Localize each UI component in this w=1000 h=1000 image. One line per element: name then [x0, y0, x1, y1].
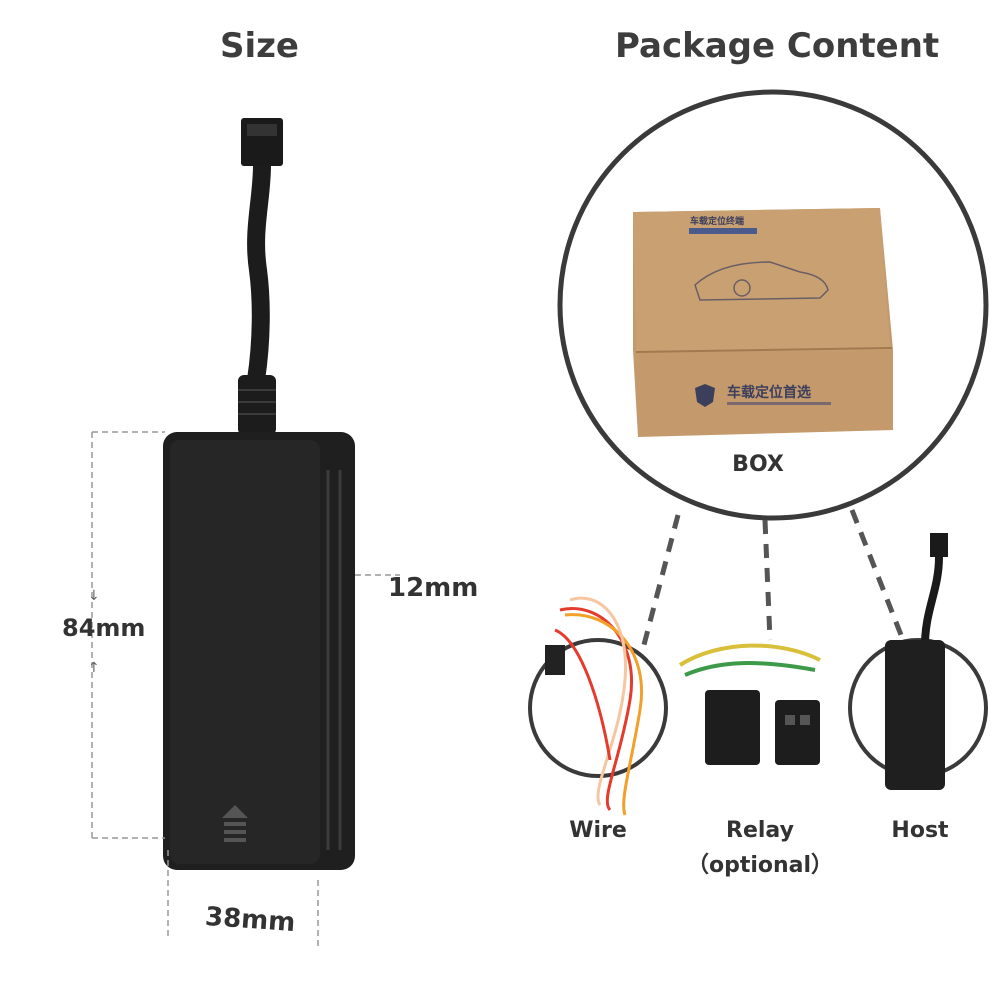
height-dimension: 84mm: [62, 614, 146, 642]
box-top-print: 车载定位终端: [690, 215, 744, 227]
device-image: [163, 118, 355, 870]
host-image: [885, 533, 948, 790]
wire-label: Wire: [569, 818, 627, 843]
package-content-title: Package Content: [615, 26, 940, 66]
box-image: 车载定位终端 车载定位首选: [633, 208, 893, 437]
dimension-lines: [91, 431, 400, 950]
relay-optional-note: （optional）: [686, 853, 834, 878]
size-title: Size: [220, 26, 299, 66]
thickness-dimension: 12mm: [388, 573, 479, 603]
wire-image: [554, 596, 643, 816]
arrow-up-icon: ↑: [88, 660, 100, 676]
arrow-down-icon: ↓: [88, 588, 100, 604]
width-dimension: 38mm: [204, 901, 297, 939]
connector-lines: [637, 509, 906, 661]
box-label: BOX: [732, 452, 784, 477]
box-front-print: 车载定位首选: [727, 384, 811, 401]
relay-label: Relay: [726, 818, 794, 843]
host-label: Host: [891, 818, 949, 843]
relay-image: [678, 643, 821, 765]
